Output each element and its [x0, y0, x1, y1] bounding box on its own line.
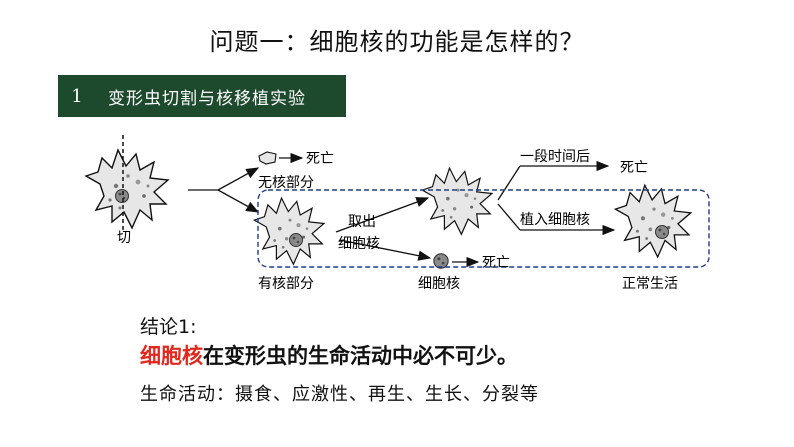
enucleated-death-label: 死亡	[620, 160, 648, 176]
conclusion-label: 结论1:	[140, 316, 197, 338]
recovered-amoeba	[614, 184, 692, 258]
anucleate-fragment	[258, 151, 277, 165]
life-activities: 生命活动：摄食、应激性、再生、生长、分裂等	[140, 384, 539, 405]
experiment-dashed-box	[257, 189, 710, 268]
arrow-remove-nucleus	[335, 197, 430, 233]
section-title: 变形虫切割与核移植实验	[96, 75, 346, 117]
anucleate-death-label: 死亡	[306, 151, 334, 167]
nucleus-death-label: 死亡	[482, 255, 510, 271]
enucleated-amoeba	[421, 167, 493, 235]
implant-branch	[497, 203, 521, 231]
conclusion-statement: 细胞核在变形虫的生命活动中必不可少。	[140, 340, 518, 370]
nucleate-part-label: 有核部分	[258, 276, 314, 292]
arrow-to-anucleate	[217, 167, 260, 191]
anucleate-part-label: 无核部分	[258, 175, 314, 191]
arrow-extracted-nucleus	[339, 239, 432, 261]
cut-label: 切	[117, 230, 131, 246]
page-title: 问题一：细胞核的功能是怎样的？	[209, 28, 585, 56]
section-number: 1	[58, 75, 96, 117]
conclusion-text: 在变形虫的生命活动中必不可少。	[203, 344, 518, 368]
arrow-to-nucleate	[217, 189, 260, 213]
implant-nucleus-label: 植入细胞核	[520, 212, 590, 228]
nucleus-label: 细胞核	[418, 276, 460, 292]
remove-nucleus-label-2: 细胞核	[338, 236, 380, 252]
conclusion-highlight: 细胞核	[140, 344, 203, 368]
after-time-branch	[497, 165, 521, 201]
nucleate-amoeba	[253, 197, 325, 265]
extracted-nucleus	[433, 253, 449, 269]
original-amoeba	[85, 135, 169, 232]
normal-life-label: 正常生活	[622, 276, 678, 292]
remove-nucleus-label-1: 取出	[348, 214, 376, 230]
after-time-label: 一段时间后	[520, 149, 590, 165]
